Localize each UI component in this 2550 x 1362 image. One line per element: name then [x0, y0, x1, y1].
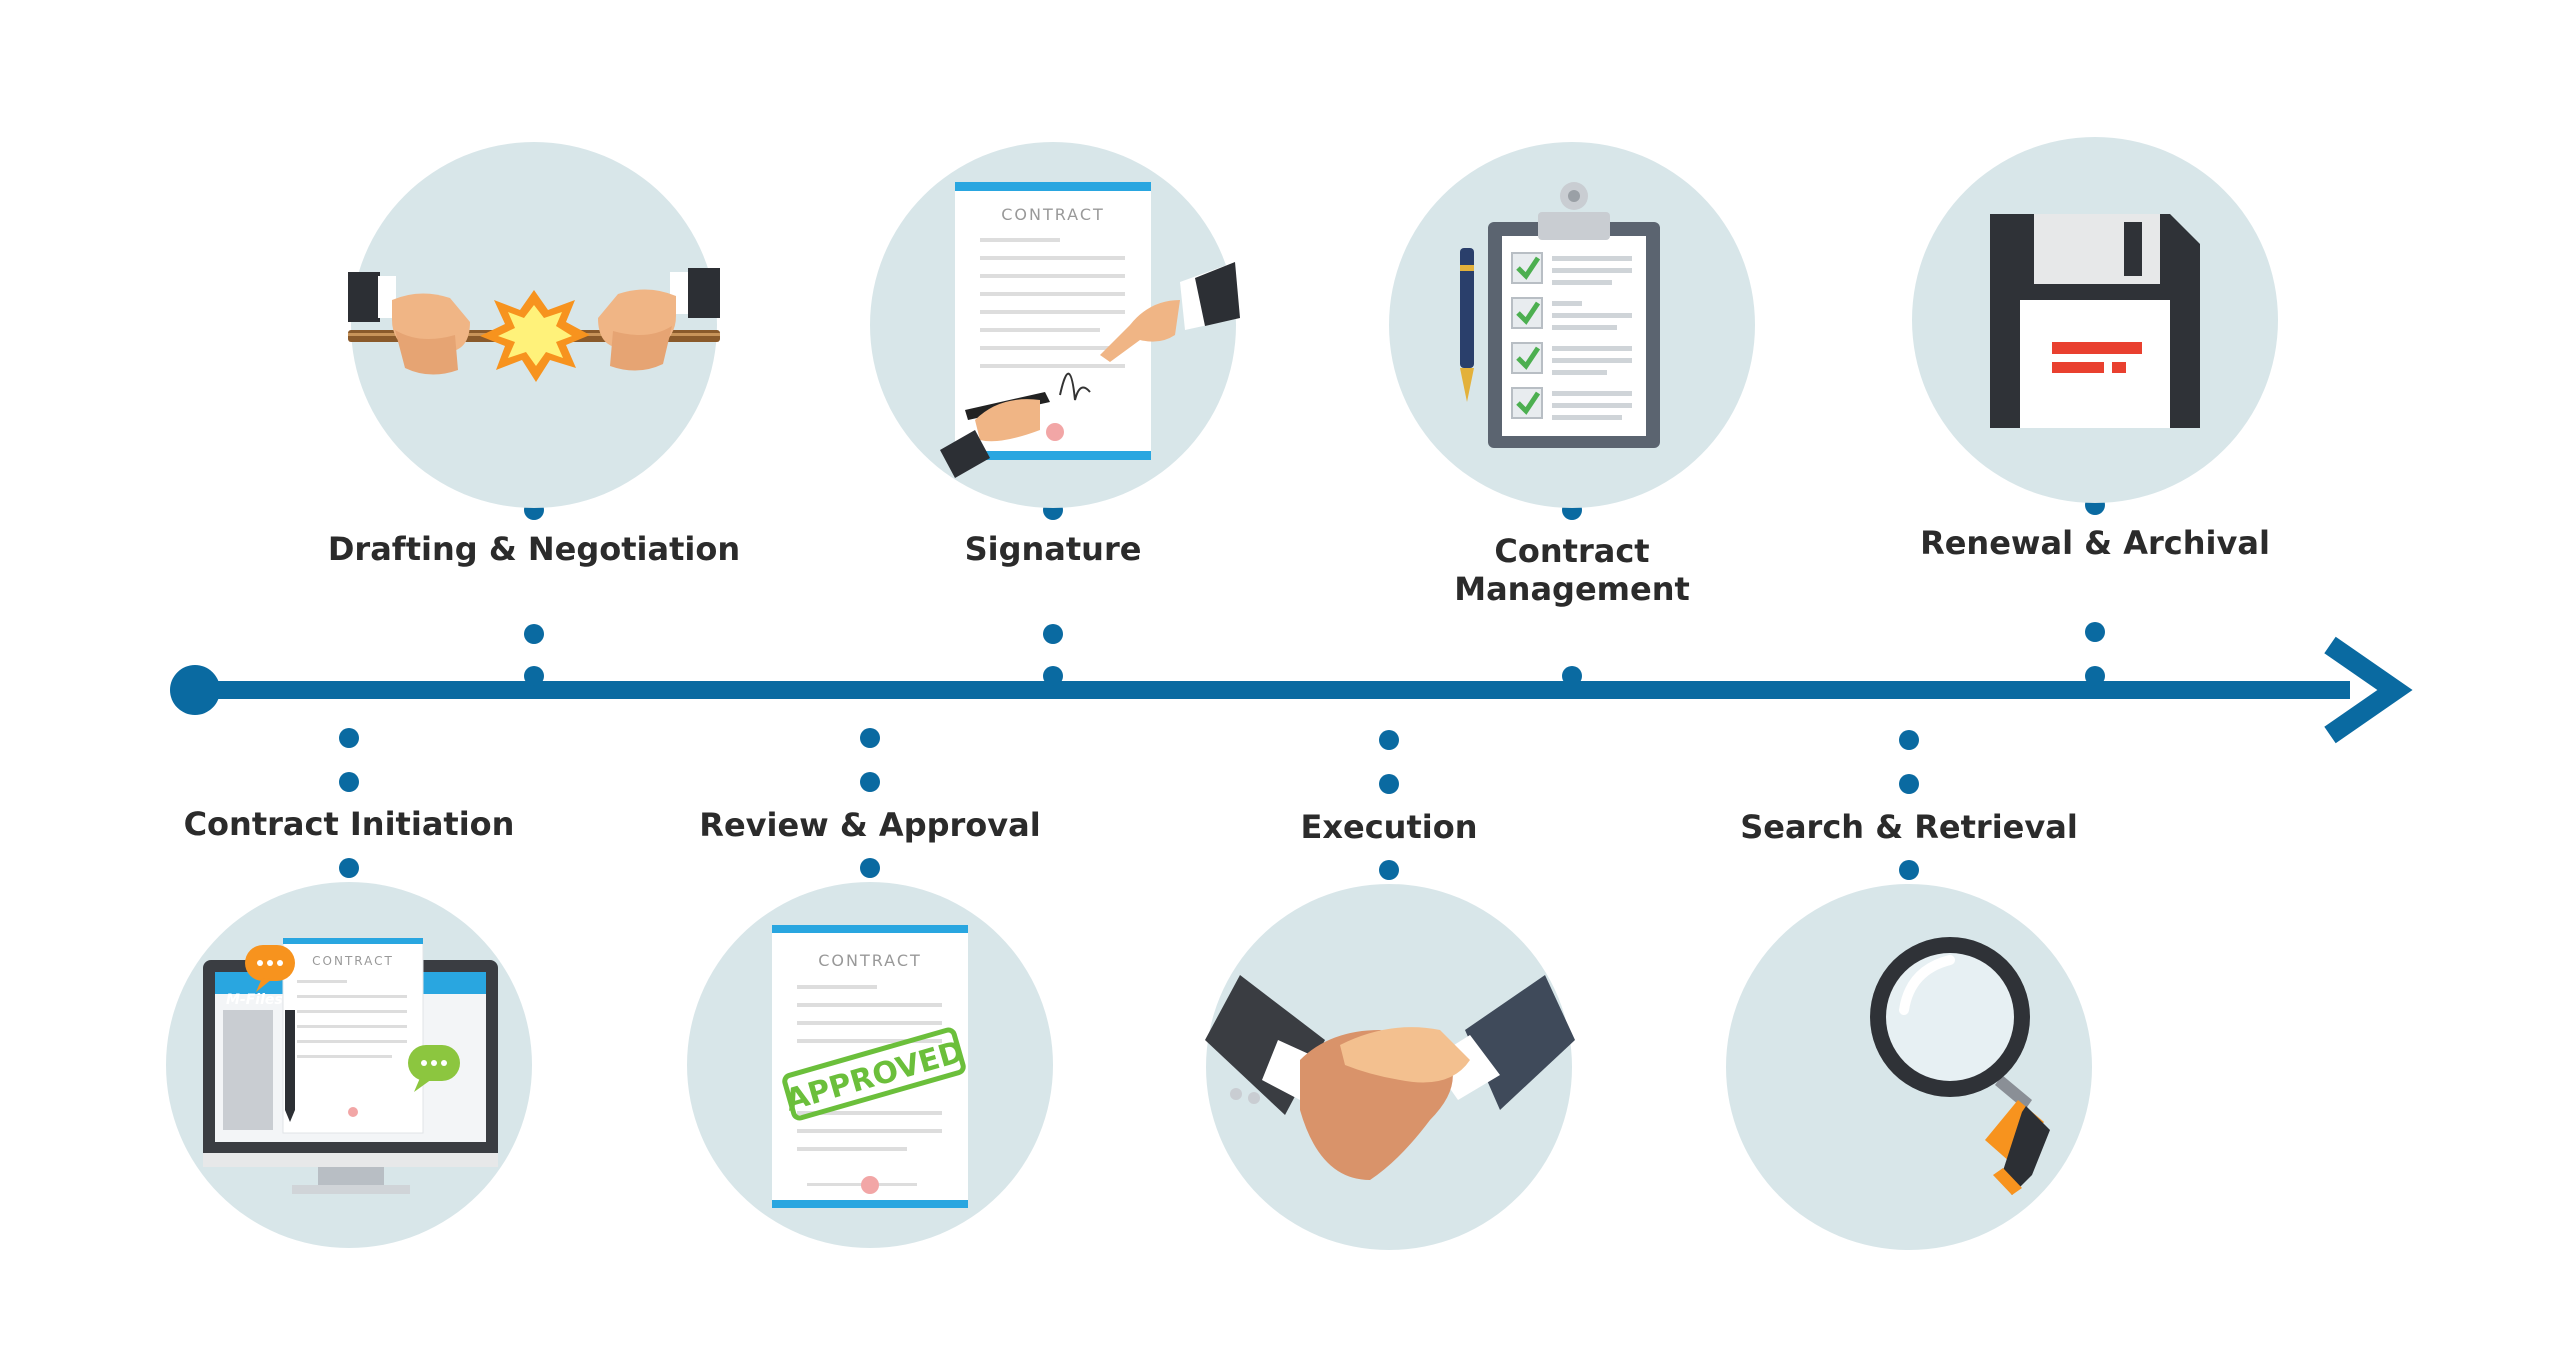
stage-contract-management — [1389, 142, 1755, 508]
stage-signature: CONTRACT — [870, 142, 1240, 508]
stage-contract-initiation: M-Files CONTRACT — [166, 882, 532, 1248]
stage-execution — [1205, 884, 1575, 1250]
label-execution: Execution — [1300, 808, 1478, 846]
label-renewal-archival: Renewal & Archival — [1920, 524, 2270, 562]
timeline-start-dot — [170, 665, 220, 715]
stage-drafting-negotiation — [348, 142, 720, 508]
clipboard-checklist-icon — [1460, 182, 1660, 448]
label-contract-initiation: Contract Initiation — [183, 805, 515, 843]
tug-of-war-icon — [348, 268, 720, 382]
approved-contract-icon: CONTRACT APPROVED — [772, 925, 968, 1208]
review-doc-title: CONTRACT — [818, 951, 922, 970]
label-search-retrieval: Search & Retrieval — [1740, 808, 2078, 846]
checklist — [1511, 252, 1632, 420]
label-contract-management: Contract Management — [1454, 532, 1690, 608]
label-signature: Signature — [964, 530, 1142, 568]
stage-review-approval: CONTRACT APPROVED — [687, 882, 1053, 1248]
handshake-icon — [1205, 975, 1575, 1180]
signature-doc-title: CONTRACT — [1001, 205, 1105, 224]
initiation-doc-title: CONTRACT — [312, 954, 394, 968]
stage-renewal-archival — [1912, 137, 2278, 503]
mfiles-logo-text: M-Files — [226, 992, 283, 1008]
magnifier-icon — [1870, 937, 2050, 1195]
timeline — [170, 636, 2413, 744]
label-drafting-negotiation: Drafting & Negotiation — [327, 530, 741, 568]
floppy-disk-icon — [1990, 214, 2200, 428]
timeline-arrow-head — [2324, 636, 2413, 744]
monitor-contract-icon: M-Files CONTRACT — [203, 937, 498, 1194]
label-review-approval: Review & Approval — [699, 806, 1041, 844]
stage-search-retrieval — [1726, 884, 2092, 1250]
signing-contract-icon: CONTRACT — [940, 182, 1240, 478]
